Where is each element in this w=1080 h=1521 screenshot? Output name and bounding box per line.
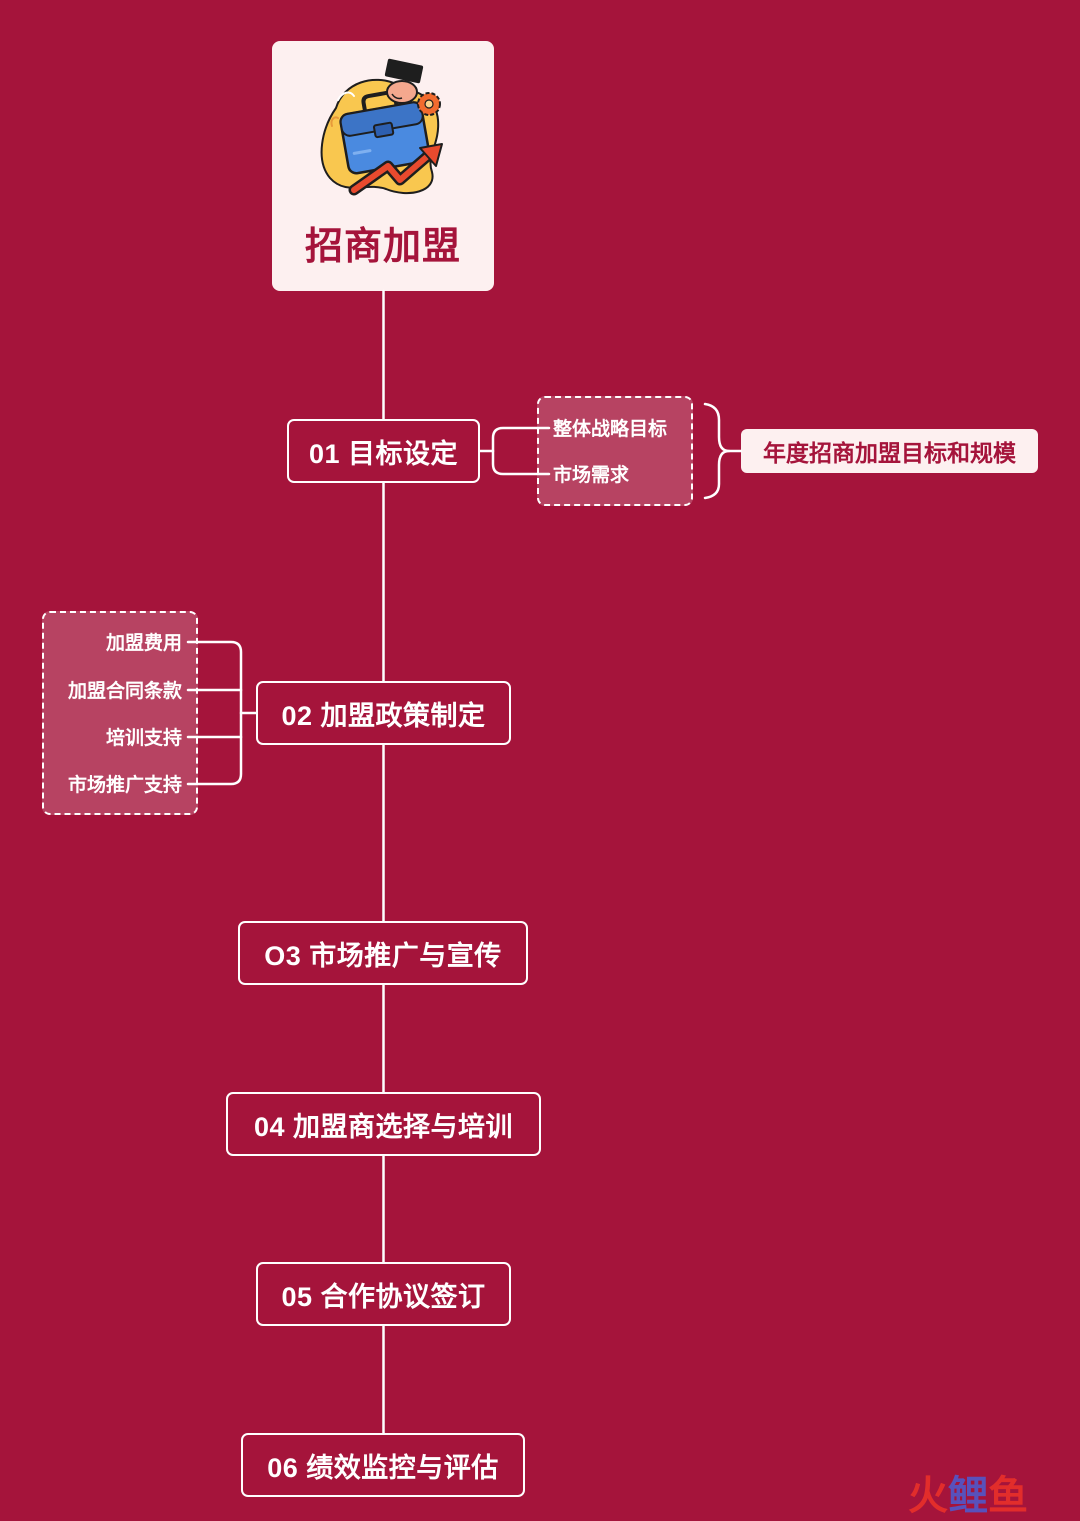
step-04-node: 04 加盟商选择与培训 <box>226 1092 541 1156</box>
branch-02-item: 加盟合同条款 <box>67 681 182 702</box>
root-node: 招商加盟 <box>272 41 494 291</box>
watermark-char: 火 <box>908 1474 948 1518</box>
watermark-logo: 火鲤鱼 <box>908 1474 1028 1518</box>
step-label: O3 市场推广与宣传 <box>264 940 502 971</box>
step-label: 04 加盟商选择与培训 <box>253 1111 514 1142</box>
step-02-node: 02 加盟政策制定 <box>256 681 511 745</box>
branch-01-item: 市场需求 <box>553 465 630 486</box>
watermark-char: 鲤 <box>948 1474 988 1518</box>
step-06-node: 06 绩效监控与评估 <box>241 1433 525 1497</box>
step-01-node: 01 目标设定 <box>287 419 480 483</box>
branch-01-brace <box>703 402 731 500</box>
step-05-node: 05 合作协议签订 <box>256 1262 511 1326</box>
step-label: 02 加盟政策制定 <box>281 700 486 731</box>
step-03-node: O3 市场推广与宣传 <box>238 921 528 985</box>
briefcase <box>339 90 431 175</box>
branch-01-group: 整体战略目标 市场需求 <box>537 396 693 506</box>
branch-02-item: 加盟费用 <box>105 633 182 654</box>
branch-02-item: 市场推广支持 <box>67 775 182 796</box>
growth-arrow-icon <box>348 143 443 196</box>
branch-01-item: 整体战略目标 <box>553 419 668 440</box>
flower-icon <box>417 92 441 116</box>
step-label: 01 目标设定 <box>308 438 459 469</box>
summary-label: 年度招商加盟目标和规模 <box>763 440 1016 466</box>
step-label: 06 绩效监控与评估 <box>267 1452 499 1483</box>
branch-02-item: 培训支持 <box>105 728 182 749</box>
watermark-char: 鱼 <box>988 1474 1028 1518</box>
root-title: 招商加盟 <box>304 226 461 268</box>
branch-01-summary: 年度招商加盟目标和规模 <box>741 429 1038 473</box>
briefcase-growth-icon <box>320 58 443 196</box>
branch-02-group: 加盟费用 加盟合同条款 培训支持 市场推广支持 <box>42 611 198 815</box>
hand <box>384 58 424 104</box>
step-label: 05 合作协议签订 <box>281 1281 486 1312</box>
